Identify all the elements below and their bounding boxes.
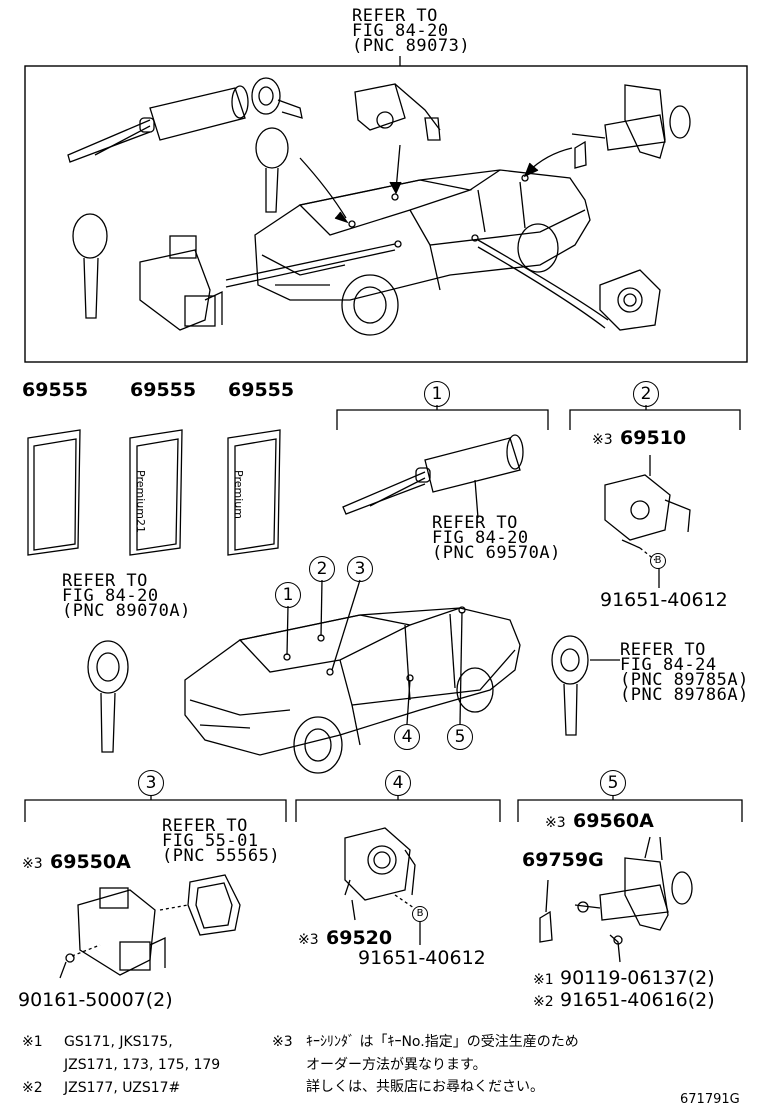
g1-ref-line3: (PNC 69570A) xyxy=(432,543,561,563)
g3-ref-line1: REFER TO xyxy=(162,816,248,836)
g2-bolt: 91651-40612 xyxy=(600,589,728,611)
trunk-cylinder-5 xyxy=(539,836,693,963)
note-3-line3: 詳しくは、共販店にお尋ねください。 xyxy=(306,1079,544,1095)
g5-bolt1: 90119-06137(2) xyxy=(560,967,715,989)
top-ref-line3: (PNC 89073) xyxy=(352,36,471,56)
figure-id: 671791G xyxy=(680,1092,740,1107)
car-callout-3: 3 xyxy=(347,556,373,582)
ignition-cylinder-1 xyxy=(342,434,524,519)
car-callout-4: 4 xyxy=(394,724,420,750)
group-4-callout: 4 xyxy=(385,770,411,796)
note-1-mark: ※1 xyxy=(22,1034,43,1050)
key-card-1 xyxy=(27,429,81,556)
g1-ref-line2: FIG 84-20 xyxy=(432,528,529,548)
key-card-3-text: Premium xyxy=(232,470,245,519)
g3-part: 69550A xyxy=(50,851,131,873)
g4-mark: ※3 xyxy=(298,932,319,948)
top-car-illustration xyxy=(254,169,591,336)
top-ignition-cylinder xyxy=(67,85,249,163)
key-right xyxy=(551,635,620,736)
key-ref-left-line1: REFER TO xyxy=(62,571,148,591)
top-ref-line1: REFER TO xyxy=(352,6,438,26)
key-left xyxy=(87,640,129,753)
key-card-3 xyxy=(227,429,281,556)
key-card-3-part: 69555 xyxy=(228,379,295,401)
note-1-line2: JZS171, 173, 175, 179 xyxy=(64,1057,221,1073)
top-keys xyxy=(72,77,303,319)
g4-bolt: 91651-40612 xyxy=(358,947,486,969)
key-card-2 xyxy=(129,429,183,556)
key-card-2-part: 69555 xyxy=(130,379,197,401)
key-card-1-part: 69555 xyxy=(22,379,89,401)
note-3-mark: ※3 xyxy=(272,1034,293,1050)
top-steering-lock xyxy=(139,235,223,331)
top-door-lock xyxy=(354,83,441,141)
g5-mark: ※3 xyxy=(545,815,566,831)
g5-m1: ※1 xyxy=(533,972,554,988)
g4-part: 69520 xyxy=(326,927,393,949)
middle-car-illustration xyxy=(184,606,521,774)
key-ref-left-line2: FIG 84-20 xyxy=(62,586,159,606)
g5-m2: ※2 xyxy=(533,994,554,1010)
note-3-line2: オーダー方法が異なります。 xyxy=(306,1057,487,1073)
g2-part: 69510 xyxy=(620,427,687,449)
key-ref-right-line3: (PNC 89785A) xyxy=(620,670,749,690)
key-card-2-text: Premium21 xyxy=(134,470,147,533)
lock-plate-3 xyxy=(159,874,241,936)
note-3-line1: ｷｰｼﾘﾝﾀﾞ は「ｷｰNo.指定」の受注生産のため xyxy=(306,1034,579,1050)
g5-bolt2: 91651-40616(2) xyxy=(560,989,715,1011)
g3-screw: 90161-50007(2) xyxy=(18,989,173,1011)
g1-ref-line1: REFER TO xyxy=(432,513,518,533)
key-ref-left-line3: (PNC 89070A) xyxy=(62,601,191,621)
car-callout-5: 5 xyxy=(447,724,473,750)
g5-part2: 69759G xyxy=(522,849,604,871)
group-1-callout: 1 xyxy=(424,381,450,407)
note-2-line1: JZS177, UZS17# xyxy=(64,1080,181,1096)
key-ref-right-line4: (PNC 89786A) xyxy=(620,685,749,705)
car-callout-2: 2 xyxy=(309,556,335,582)
g4-b-callout: B xyxy=(412,906,428,922)
top-ref-line2: FIG 84-20 xyxy=(352,21,449,41)
g3-mark: ※3 xyxy=(22,856,43,872)
g2-mark: ※3 xyxy=(592,432,613,448)
key-ref-right-line2: FIG 84-24 xyxy=(620,655,717,675)
note-2-mark: ※2 xyxy=(22,1080,43,1096)
g3-ref-line2: FIG 55-01 xyxy=(162,831,259,851)
door-lock-4 xyxy=(344,827,421,945)
group-5-callout: 5 xyxy=(600,770,626,796)
g3-ref-line3: (PNC 55565) xyxy=(162,846,281,866)
steering-lock-3 xyxy=(59,887,166,979)
g5-part: 69560A xyxy=(573,810,654,832)
car-callout-1: 1 xyxy=(275,582,301,608)
top-assembly-frame xyxy=(24,65,748,363)
note-1-line1: GS171, JKS175, xyxy=(64,1034,173,1050)
top-trunk-cylinder xyxy=(571,84,691,169)
g2-b-callout: B xyxy=(650,553,666,569)
group-2-callout: 2 xyxy=(633,381,659,407)
door-lock-2 xyxy=(604,455,691,588)
key-ref-right-line1: REFER TO xyxy=(620,640,706,660)
group-3-callout: 3 xyxy=(138,770,164,796)
top-door-lock-right xyxy=(599,269,661,331)
